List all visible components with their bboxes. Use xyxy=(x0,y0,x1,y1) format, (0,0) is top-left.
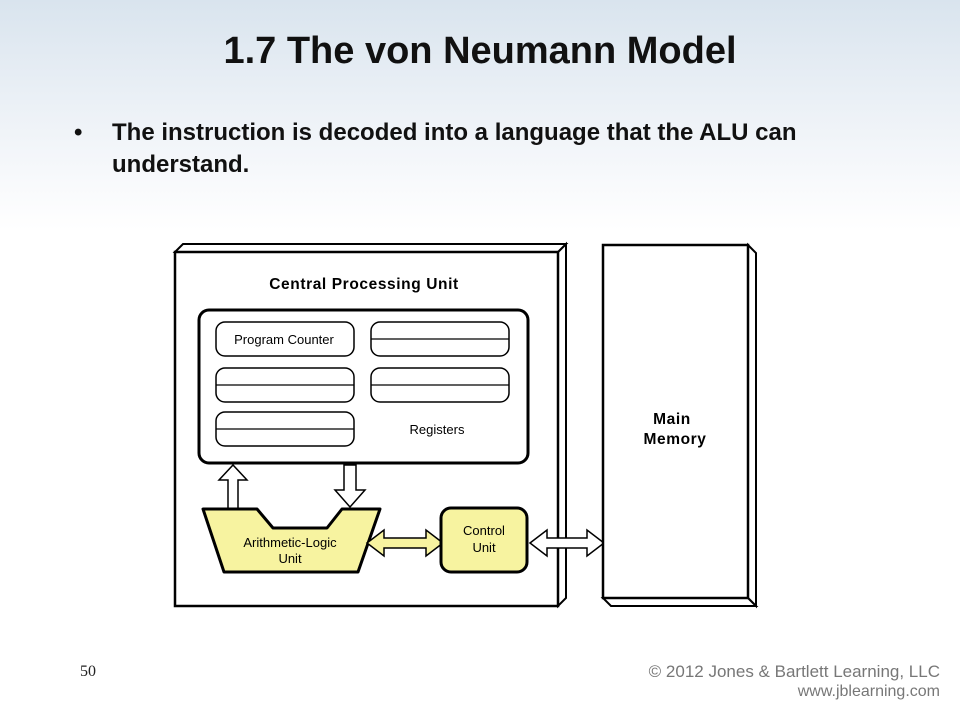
website-text: www.jblearning.com xyxy=(797,683,940,700)
memory-label-line1: Main xyxy=(653,411,691,428)
alu-to-registers-arrow xyxy=(217,463,249,510)
bullet-icon: • xyxy=(74,119,83,146)
bullet-text: The instruction is decoded into a langua… xyxy=(112,119,797,178)
registers-label: Registers xyxy=(410,422,465,437)
publisher-footer: © 2012 Jones & Bartlett Learning, LLC ww… xyxy=(649,662,940,702)
control-unit-box xyxy=(439,506,529,574)
copyright-text: © 2012 Jones & Bartlett Learning, LLC xyxy=(648,662,940,681)
register xyxy=(370,321,510,357)
register xyxy=(215,367,355,403)
register xyxy=(370,367,510,403)
control-label-line1: Control xyxy=(463,523,505,538)
page-number: 50 xyxy=(80,663,96,680)
program-counter-label: Program Counter xyxy=(234,332,334,347)
registers-to-alu-arrow xyxy=(333,464,367,509)
program-counter-register xyxy=(215,321,355,357)
alu-label-line1: Arithmetic-Logic xyxy=(243,535,337,550)
slide-title: 1.7 The von Neumann Model xyxy=(223,30,737,72)
cpu-label: Central Processing Unit xyxy=(269,276,459,293)
register xyxy=(215,411,355,447)
alu-shape xyxy=(201,507,382,574)
main-memory-box xyxy=(600,242,759,609)
control-label-line2: Unit xyxy=(472,540,496,555)
memory-label-line2: Memory xyxy=(643,431,706,448)
alu-label-line2: Unit xyxy=(278,551,302,566)
